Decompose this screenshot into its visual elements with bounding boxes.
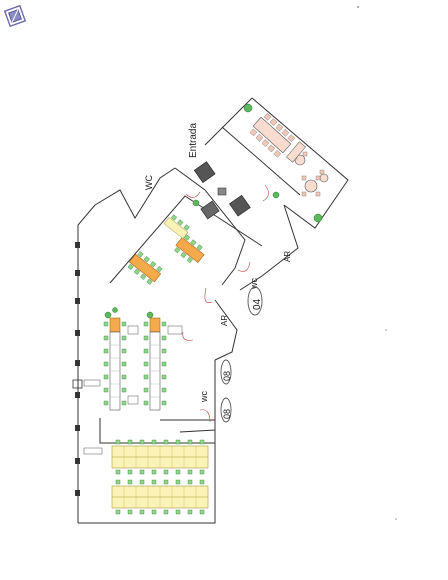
wc-label-mid: wc xyxy=(249,278,259,290)
desk-cluster-angled-3 xyxy=(163,214,190,239)
building-walls xyxy=(77,97,349,524)
meeting-room-top xyxy=(249,113,329,197)
door-swings xyxy=(182,184,269,423)
wall-columns xyxy=(72,242,83,496)
handwritten-notes: 04 08 08 xyxy=(220,286,263,423)
ar-label-1: AR xyxy=(283,251,292,262)
entrada-label: Entrada xyxy=(188,123,199,158)
desk-row-horizontal-2 xyxy=(111,479,209,515)
logo-stamp-icon xyxy=(3,4,27,28)
desk-row-vertical-1 xyxy=(103,317,127,411)
desk-row-vertical-2 xyxy=(143,317,167,411)
handwritten-note-3: 08 xyxy=(222,409,232,419)
side-cabinets xyxy=(83,325,183,455)
wc-label-low: wc xyxy=(199,391,209,403)
reception-furniture xyxy=(193,161,251,220)
desk-row-horizontal-1 xyxy=(111,439,209,475)
desk-cluster-angled-1 xyxy=(127,251,163,285)
wc-label-top: WC xyxy=(144,175,154,190)
ar-label-2: AR xyxy=(220,315,229,326)
plant-icon xyxy=(104,103,323,498)
scan-specks xyxy=(357,6,397,520)
handwritten-note-1: 04 xyxy=(252,298,263,310)
desk-cluster-angled-2 xyxy=(174,234,205,264)
handwritten-note-2: 08 xyxy=(222,371,232,381)
